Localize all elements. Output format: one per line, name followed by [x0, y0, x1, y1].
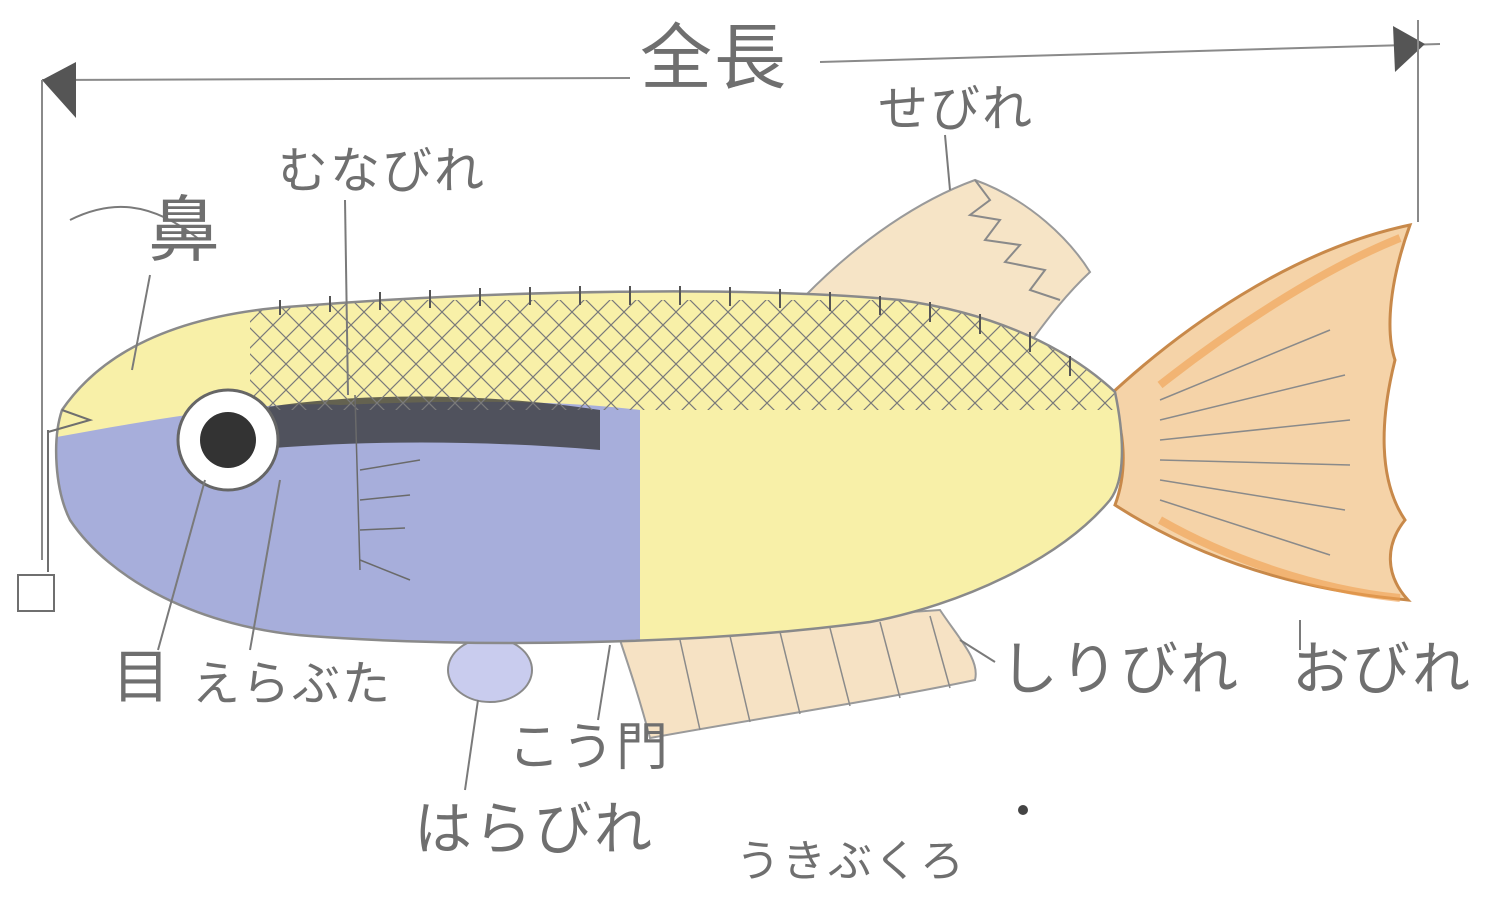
- anus-label: こう門: [508, 722, 670, 774]
- dorsal-fin-label: せびれ: [878, 84, 1034, 134]
- tail-fin-label: おびれ: [1292, 640, 1472, 698]
- pelvic-fin-shape: [448, 638, 532, 702]
- nose-label: 鼻: [148, 194, 222, 266]
- pectoral-fin-label: むなびれ: [278, 146, 486, 196]
- swim-bladder-label: うきぶくろ: [736, 840, 966, 884]
- tail-fin-shape: [1110, 225, 1410, 600]
- small-square-mark: [18, 575, 54, 611]
- anal-fin-label: しりびれ: [1000, 640, 1240, 698]
- pelvic-fin-label: はらびれ: [414, 800, 654, 858]
- gill-cover-label: えらぶた: [192, 660, 392, 708]
- left-arrow-icon: [42, 62, 76, 118]
- eye-label: 目: [112, 648, 172, 706]
- fish-eye: [178, 390, 278, 490]
- total-length-label: 全長: [640, 22, 788, 94]
- right-arrow-icon: [1393, 26, 1425, 72]
- pencil-dot: [1018, 805, 1028, 815]
